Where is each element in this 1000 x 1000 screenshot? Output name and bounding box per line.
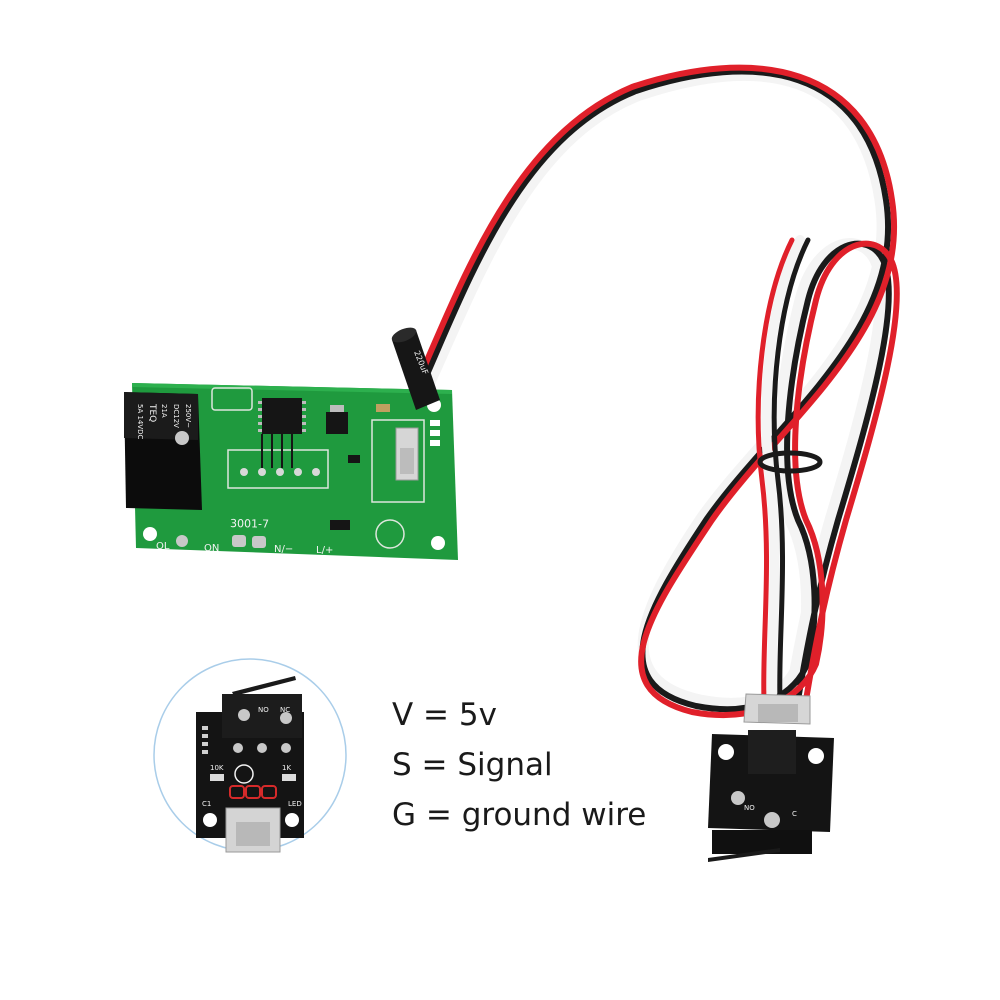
white-wire-loop	[761, 235, 805, 705]
module-label-no: NO	[744, 804, 755, 812]
module-label-c: C	[792, 810, 797, 818]
mount-hole	[143, 527, 157, 541]
pcb-marking: 3001-7	[230, 517, 269, 531]
module-pcb-inset	[196, 712, 304, 838]
inset-label-1k: 1K	[282, 764, 291, 772]
mount-hole	[431, 536, 445, 550]
terminal-pads	[176, 535, 266, 548]
relay-text-4: 250V~	[184, 404, 192, 428]
pin-leads	[261, 434, 293, 468]
legend-v: V = 5v	[392, 697, 497, 733]
black-wire	[409, 68, 892, 713]
module-switch-body	[712, 830, 812, 854]
terminal-label-ol: OL	[156, 541, 170, 552]
module-closeup: NO NC 10K 1K LED C1	[153, 658, 347, 853]
diode	[330, 520, 350, 530]
terminal-label-n: N/−	[274, 544, 293, 555]
logo-mark	[234, 764, 254, 784]
legend-g: G = ground wire	[392, 797, 647, 833]
relay-text-3: DC12V	[172, 404, 180, 428]
inset-label-no: NO	[258, 706, 269, 714]
red-wire	[403, 64, 900, 718]
inset-label-c1: C1	[202, 800, 211, 808]
module-pcb	[708, 734, 834, 832]
inset-label-10k: 10K	[210, 764, 224, 772]
regulator	[326, 412, 348, 434]
ic-chip	[258, 398, 306, 434]
vsg-pad-highlight	[229, 785, 277, 799]
inset-label-nc: NC	[280, 706, 290, 714]
relay-text-2: 5A 14VDC	[136, 404, 144, 440]
red-wire-loop	[755, 237, 795, 703]
inset-label-led: LED	[288, 800, 302, 808]
terminal-label-l: L/+	[316, 545, 333, 556]
lever	[232, 676, 296, 696]
cable-bundle	[403, 64, 900, 718]
relay-text-1: 21A	[160, 404, 168, 418]
relay-board: TEQ 21A 5A 14VDC DC12V 250V~	[124, 327, 458, 560]
cable-tie	[757, 450, 823, 474]
relay: TEQ 21A 5A 14VDC DC12V 250V~	[124, 392, 202, 510]
module-lever	[708, 848, 780, 862]
black-wire-loop	[771, 237, 811, 703]
relay-brand: TEQ	[147, 403, 157, 422]
pin-header	[240, 468, 320, 476]
endstop-module: NO C	[708, 693, 834, 862]
legend-s: S = Signal	[392, 747, 553, 783]
terminal-label-on: ON	[204, 543, 219, 554]
pin-legend: V = 5v S = Signal G = ground wire	[392, 690, 692, 840]
